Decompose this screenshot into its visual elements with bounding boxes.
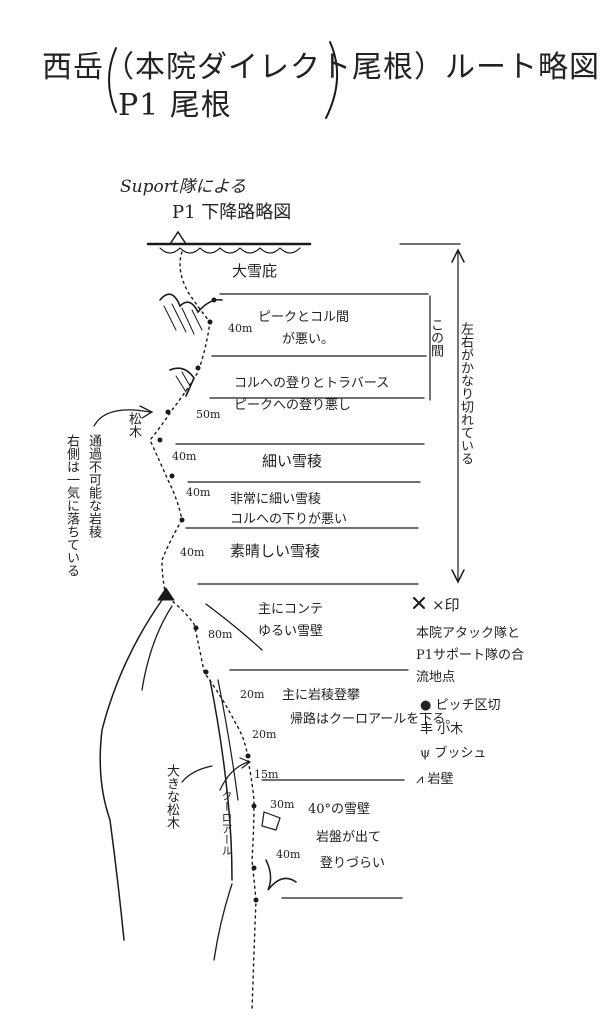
legend-rock: ⩘ 岩壁 (416, 768, 454, 787)
legend-title: ×印 (432, 594, 460, 615)
section-2a: ピークとコル間 (258, 306, 349, 325)
distance-label: 15m (254, 768, 278, 781)
distance-label: 40m (186, 486, 210, 499)
legend-line3: 流地点 (416, 666, 455, 685)
section-5b: コルへの下りが悪い (230, 508, 347, 527)
section-7a: 主にコンテ (258, 598, 323, 617)
title-line2: P1 尾根 (118, 80, 232, 124)
section-3b: ピークへの登り悪し (234, 394, 351, 413)
legend-bush: ψ ブッシュ (420, 742, 486, 761)
distance-label: 30m (270, 798, 294, 811)
subtitle-line1: Suport隊による (120, 172, 246, 197)
legend-pitch: ● ピッチ区切 (420, 694, 500, 713)
distance-label: 80m (208, 628, 232, 641)
section-7b: ゆるい雪壁 (258, 620, 323, 639)
distance-label: 20m (252, 728, 276, 741)
distance-label: 40m (172, 450, 196, 463)
couloir-label: クーロアール (218, 790, 234, 856)
section-1: 大雪庇 (232, 260, 277, 281)
section-9a: 40°の雪壁 (308, 798, 370, 817)
subtitle-line2: P1 下降路略図 (172, 198, 291, 224)
legend-tree-text: 小木 (437, 722, 463, 737)
bush-icon: ψ (420, 746, 430, 761)
left-note-a: 通過不可能な岩稜 (84, 434, 103, 538)
legend-line1: 本院アタック隊と (416, 622, 520, 641)
distance-label: 40m (180, 546, 204, 559)
distance-label: 50m (196, 408, 220, 421)
tree-icon: 丰 (420, 722, 433, 737)
tree-label: 松木 (124, 412, 143, 438)
big-tree-label: 大きな松木 (162, 764, 181, 829)
rock-icon: ⩘ (416, 772, 423, 787)
legend-bush-text: ブッシュ (434, 746, 486, 761)
section-9c: 登りづらい (320, 852, 385, 871)
section-8a: 主に岩稜登攀 (282, 684, 360, 703)
bracket-small-label: この間 (426, 318, 445, 357)
section-6: 素晴しい雪稜 (230, 540, 320, 561)
bracket-big-label: 左右がかなり切れている (456, 322, 475, 465)
distance-label: 20m (240, 688, 264, 701)
left-note-b: 右側は一気に落ちている (62, 434, 81, 577)
legend-tree: 丰 小木 (420, 718, 463, 737)
section-2b: が悪い。 (282, 328, 334, 347)
left-flank (100, 600, 162, 940)
distance-label: 40m (276, 848, 300, 861)
section-3a: コルへの登りとトラバース (234, 372, 389, 391)
section-9b: 岩盤が出て (316, 826, 381, 845)
section-4: 細い雪稜 (262, 450, 322, 471)
legend-rock-text: 岩壁 (427, 772, 453, 787)
section-5a: 非常に細い雪稜 (230, 488, 321, 507)
legend-line2: P1サポート隊の合 (416, 644, 524, 663)
distance-label: 40m (228, 322, 252, 335)
